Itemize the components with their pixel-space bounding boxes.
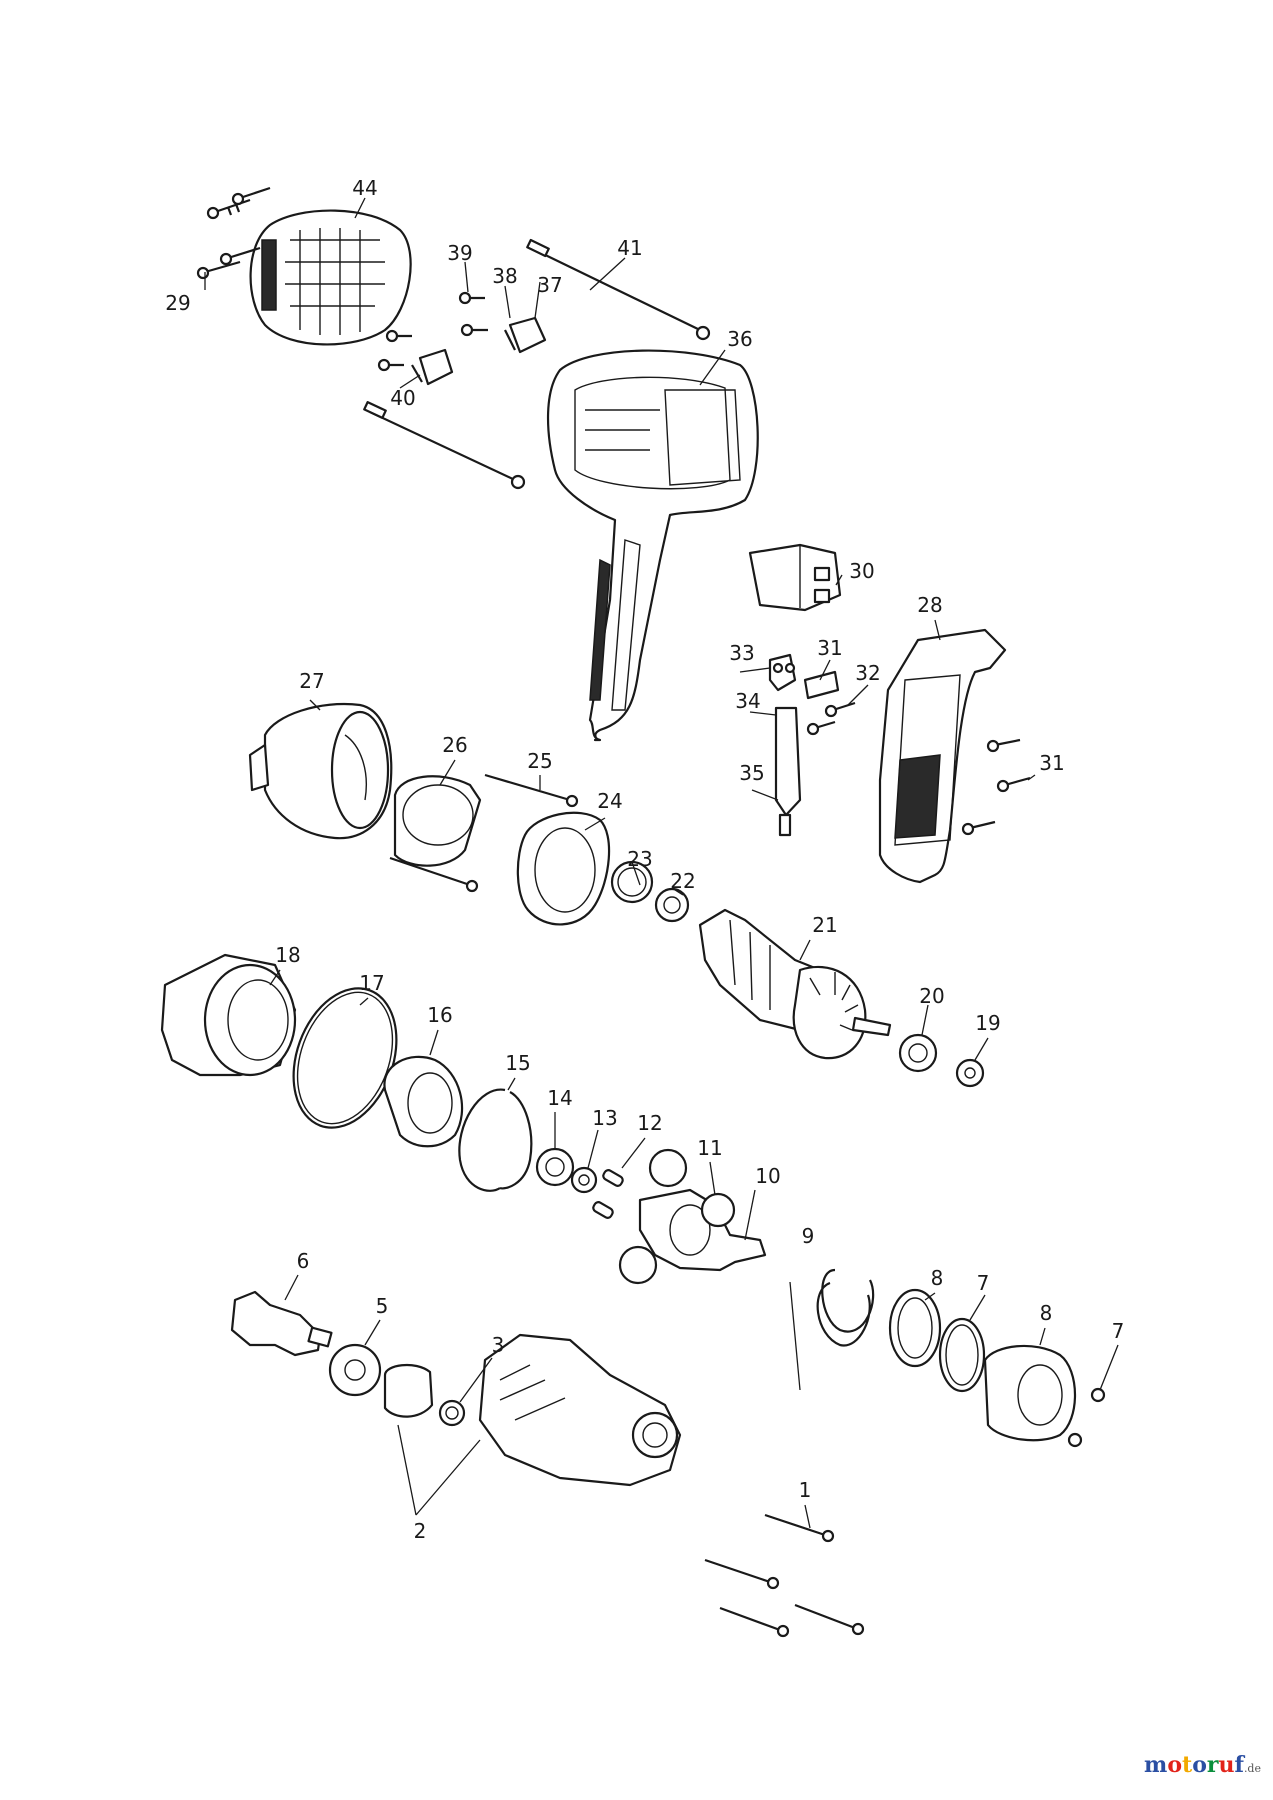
part-2-bushing (383, 1363, 434, 1418)
part-26-fan-guide (516, 811, 611, 926)
callout-31-rear: 29 (165, 291, 190, 315)
callout-29: 27 (299, 669, 324, 693)
callout-13: 11 (697, 1136, 722, 1160)
callout-42: 40 (390, 386, 415, 410)
part-43-long-bolts (363, 238, 711, 490)
part-23-armature (698, 908, 892, 1060)
callout-8: 8 (1040, 1301, 1053, 1325)
callout-28: 26 (442, 733, 467, 757)
part-12-planet-carrier (638, 1188, 767, 1272)
part-21-washer (955, 1058, 985, 1088)
callout-25: 23 (627, 847, 652, 871)
part-13-planet-gears (618, 1148, 736, 1285)
brand-suffix: .de (1243, 1762, 1261, 1775)
part-31-screws-handle (961, 738, 1031, 836)
callout-11: 9 (802, 1224, 815, 1248)
callout-16: 14 (547, 1086, 572, 1110)
part-44-end-cap (249, 209, 412, 346)
part-32-switch (748, 543, 842, 612)
part-1-bolts (704, 1513, 865, 1638)
part-33-clamp (803, 670, 840, 700)
callout-37: 35 (739, 761, 764, 785)
callout-39: 37 (537, 273, 562, 297)
part-5-washer (328, 1343, 382, 1397)
callout-1: 1 (799, 1478, 812, 1502)
brand-name: motoruf (1144, 1752, 1244, 1778)
callout-44: 44 (352, 176, 377, 200)
callout-9: 7 (977, 1271, 990, 1295)
callout-40: 38 (492, 264, 517, 288)
part-20-flange (160, 953, 297, 1077)
part-30-handle-half (878, 628, 1007, 884)
callout-41: 39 (447, 241, 472, 265)
part-22-bearing (898, 1033, 938, 1073)
part-3-washer (438, 1399, 466, 1427)
part-11-spring (816, 1268, 875, 1347)
part-24-bearing (654, 887, 690, 923)
motoruf-logo: motoruf.de (1144, 1752, 1261, 1778)
callout-32: 30 (849, 559, 874, 583)
callout-labels: 44 29 39 38 37 40 41 36 30 28 33 31 32 3… (165, 176, 1124, 1543)
callout-34: 32 (855, 661, 880, 685)
part-38-housing-half (546, 349, 759, 742)
part-14-pins (592, 1169, 624, 1219)
callout-12: 10 (755, 1164, 780, 1188)
leader-lines (204, 197, 1119, 1529)
callout-3: 3 (492, 1333, 505, 1357)
callout-22: 20 (919, 984, 944, 1008)
part-35-terminal (768, 653, 797, 692)
callout-19: 17 (359, 971, 384, 995)
callout-26: 24 (597, 789, 622, 813)
part-2-hammer-housing (478, 1333, 682, 1487)
callout-31-handle: 31 (1039, 751, 1064, 775)
callout-2: 2 (414, 1519, 427, 1543)
callout-24: 22 (670, 869, 695, 893)
part-17-circlip (458, 1088, 533, 1192)
callout-15: 13 (592, 1106, 617, 1130)
part-16-bearing (535, 1147, 575, 1187)
part-18-ring-gear (383, 1055, 464, 1148)
part-29-stator (248, 703, 393, 840)
part-7-ball (1067, 1387, 1106, 1448)
part-6-anvil (230, 1290, 333, 1357)
part-34-screws (806, 701, 856, 736)
callout-38: 36 (727, 327, 752, 351)
part-25-ring (610, 860, 654, 904)
callout-10: 8 (931, 1266, 944, 1290)
part-27-screws (389, 773, 579, 893)
callout-30: 28 (917, 593, 942, 617)
callout-20: 18 (275, 943, 300, 967)
callout-5: 5 (376, 1294, 389, 1318)
callout-23: 21 (812, 913, 837, 937)
callout-36: 34 (735, 689, 760, 713)
part-9-ball-cage (938, 1317, 986, 1393)
callout-33: 31 (817, 636, 842, 660)
part-28-baffle (393, 775, 482, 867)
callout-43: 41 (617, 236, 642, 260)
part-41-screws (377, 291, 488, 372)
callout-21: 19 (975, 1011, 1000, 1035)
part-8-hammer (983, 1344, 1077, 1442)
callout-18: 16 (427, 1003, 452, 1027)
part-39-brush-holder (504, 316, 547, 354)
part-15-washer (570, 1166, 598, 1194)
callout-35: 33 (729, 641, 754, 665)
callout-14: 12 (637, 1111, 662, 1135)
callout-7: 7 (1112, 1319, 1125, 1343)
part-42-brush-holder (411, 348, 454, 386)
part-36-37-cable-sleeve (774, 706, 802, 837)
callout-6: 6 (297, 1249, 310, 1273)
callout-17: 15 (505, 1051, 530, 1075)
part-10-washer (888, 1288, 942, 1368)
callout-27: 25 (527, 749, 552, 773)
